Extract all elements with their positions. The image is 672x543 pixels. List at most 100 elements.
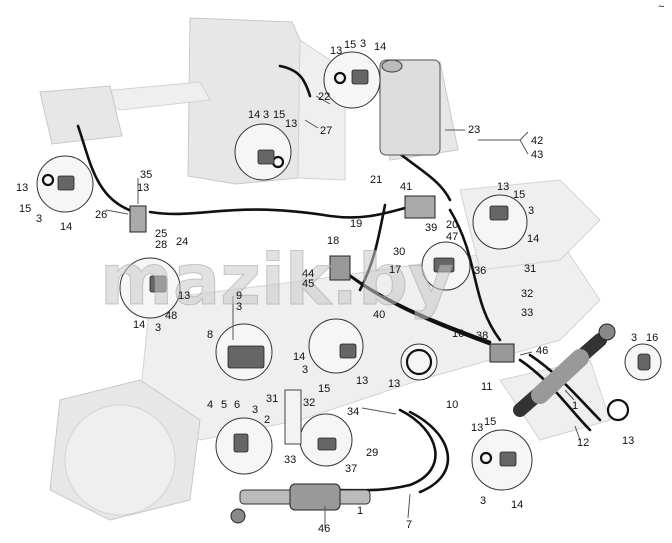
- ghost-frame: [39, 17, 611, 521]
- callout-14h: 14: [293, 351, 305, 363]
- callout-14l: 14: [511, 499, 523, 511]
- callout-13c: 13: [16, 182, 28, 194]
- callout-15c: 15: [19, 203, 31, 215]
- callout-14e: 14: [527, 233, 539, 245]
- callout-36: 36: [474, 265, 486, 277]
- callout-35: 35: [140, 169, 152, 181]
- detail-bubble-h: [308, 318, 364, 374]
- callout-10: 10: [446, 399, 458, 411]
- callout-33a: 33: [521, 307, 533, 319]
- callout-14a: 14: [374, 41, 386, 53]
- callout-41: 41: [400, 181, 412, 193]
- callout-13h: 13: [356, 375, 368, 387]
- callout-3c: 3: [36, 213, 42, 225]
- callout-20: 20: [446, 219, 458, 231]
- callout-15b: 15: [273, 109, 285, 121]
- oring-13-b: [606, 398, 630, 422]
- callout-45: 45: [302, 278, 314, 290]
- callout-14c: 14: [60, 221, 72, 233]
- callout-16b: 16: [646, 332, 658, 344]
- callout-2: 2: [264, 414, 270, 426]
- callout-15e: 15: [513, 189, 525, 201]
- distributor-39: [404, 195, 436, 219]
- callout-6: 6: [234, 399, 240, 411]
- callout-30: 30: [393, 246, 405, 258]
- callout-5: 5: [221, 399, 227, 411]
- callout-13i: 13: [388, 378, 400, 390]
- hose-12b: [528, 353, 602, 422]
- callout-18: 18: [327, 235, 339, 247]
- valve-38: [489, 343, 515, 363]
- callout-3g: 3: [236, 301, 242, 313]
- callout-42: 42: [531, 135, 543, 147]
- callout-13b: 13: [285, 118, 297, 130]
- callout-38: 38: [476, 330, 488, 342]
- callout-48: 48: [165, 310, 177, 322]
- callout-3a: 3: [360, 38, 366, 50]
- callout-12: 12: [577, 437, 589, 449]
- callout-3b: 3: [263, 109, 269, 121]
- callout-3e: 3: [528, 205, 534, 217]
- callout-47: 47: [446, 231, 458, 243]
- hose-lines: [76, 64, 602, 494]
- hose-26: [76, 124, 137, 214]
- callout-28: 28: [155, 239, 167, 251]
- watermark: mazik.by: [100, 239, 454, 321]
- callout-24: 24: [176, 236, 188, 248]
- hose-22: [278, 64, 312, 98]
- callout-9: 9: [236, 290, 242, 302]
- callout-13j: 13: [622, 435, 634, 447]
- hose-30: [358, 203, 387, 292]
- detail-bubble-e: [472, 194, 528, 250]
- callout-15k: 15: [484, 416, 496, 428]
- callout-32b: 32: [303, 397, 315, 409]
- steering-cylinder-lower: [230, 483, 371, 524]
- hose-24: [148, 206, 407, 219]
- callout-3f: 3: [155, 322, 161, 334]
- callout-13d: 13: [137, 182, 149, 194]
- detail-bubbles: [36, 51, 662, 491]
- callout-46b: 46: [318, 523, 330, 535]
- callout-27: 27: [320, 125, 332, 137]
- callout-13e: 13: [497, 181, 509, 193]
- leader-lines: [105, 95, 581, 528]
- callout-15a: 15: [344, 39, 356, 51]
- callout-19: 19: [350, 218, 362, 230]
- callout-8: 8: [207, 329, 213, 341]
- callout-14b: 14: [248, 109, 260, 121]
- callout-46a: 46: [536, 345, 548, 357]
- sleeve-31: [284, 389, 302, 445]
- callout-34: 34: [347, 406, 359, 418]
- callout-22: 22: [318, 91, 330, 103]
- callout-4: 4: [207, 399, 213, 411]
- callout-26: 26: [95, 209, 107, 221]
- hose-12: [518, 358, 592, 432]
- hose-7b: [408, 410, 450, 494]
- hose-16: [448, 208, 502, 342]
- callout-23: 23: [468, 124, 480, 136]
- callout-15: 15: [318, 383, 330, 395]
- callout-1b: 1: [357, 505, 363, 517]
- callout-43: 43: [531, 149, 543, 161]
- callout-32a: 32: [521, 288, 533, 300]
- hose-7: [338, 408, 437, 492]
- callout-3j: 3: [631, 332, 637, 344]
- callout-31b: 31: [266, 393, 278, 405]
- callout-3l: 3: [480, 495, 486, 507]
- callout-31a: 31: [524, 263, 536, 275]
- callout-labels: 13 15 3 14 22 27 14 3 15 13 23 42 43 13 …: [16, 38, 658, 535]
- corner-mark: ~: [658, 1, 664, 13]
- callout-13k: 13: [471, 422, 483, 434]
- callout-17: 17: [389, 264, 401, 276]
- callout-1a: 1: [572, 400, 578, 412]
- callout-39: 39: [425, 222, 437, 234]
- steering-cylinder-upper: [513, 323, 616, 417]
- callout-7: 7: [406, 519, 412, 531]
- callout-3h: 3: [302, 364, 308, 376]
- callout-37: 37: [345, 463, 357, 475]
- callout-16a: 16: [452, 328, 464, 340]
- callout-40: 40: [373, 309, 385, 321]
- hose-40b: [348, 274, 502, 350]
- valve-25: [129, 205, 147, 233]
